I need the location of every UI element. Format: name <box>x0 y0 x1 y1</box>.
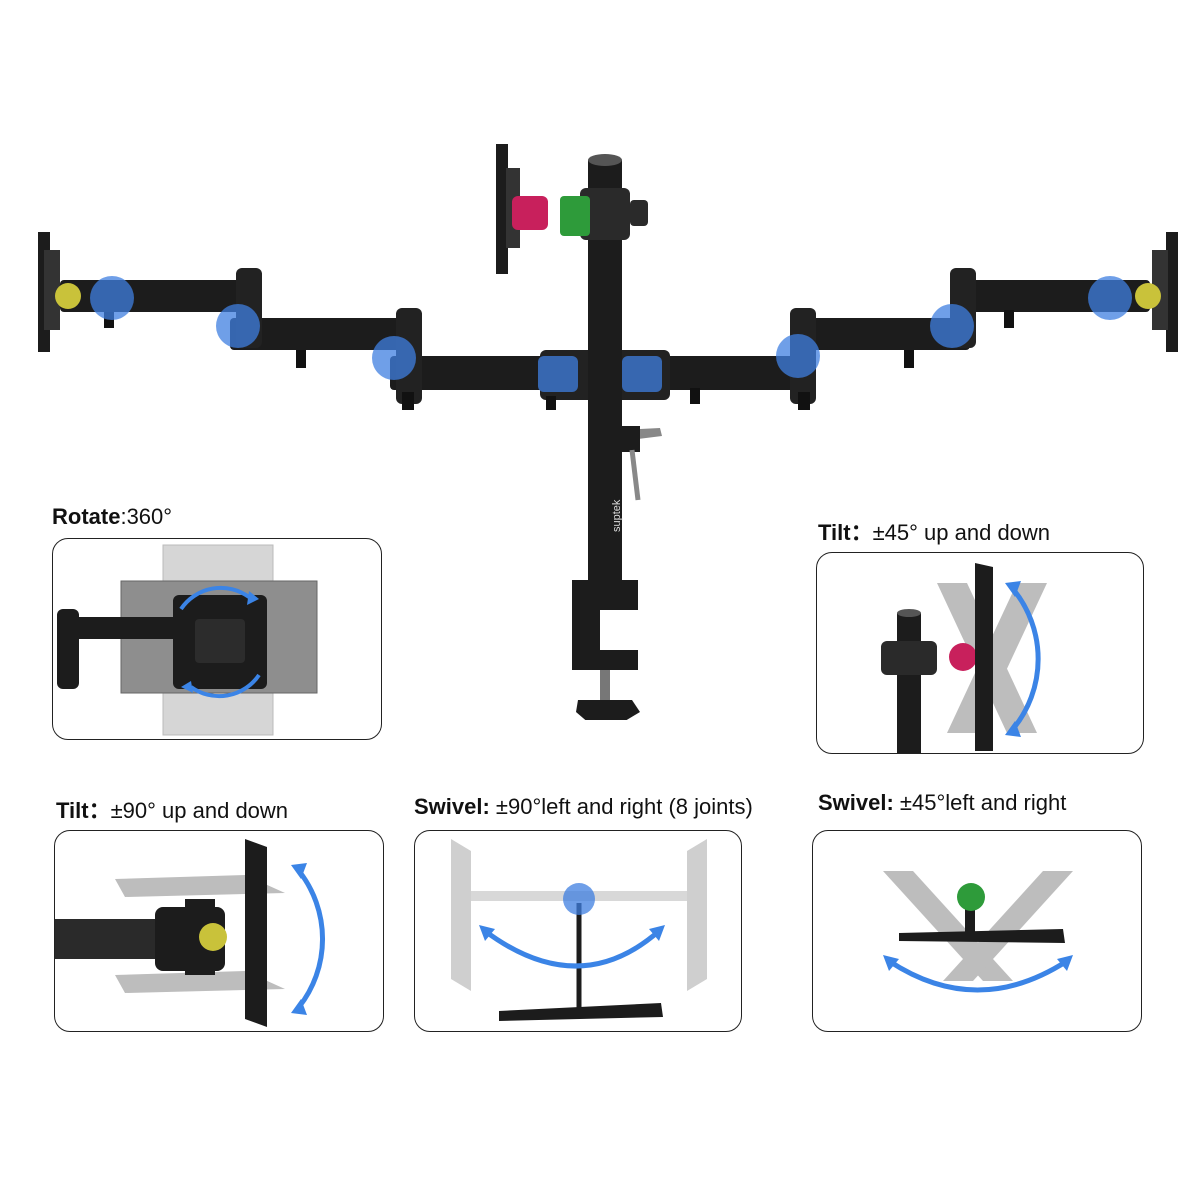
swivel45-caption: Swivel: ±45°left and right <box>818 792 1066 814</box>
desk-clamp <box>572 580 640 720</box>
top-vesa-plate <box>496 144 508 274</box>
rotation-arrow-icon <box>179 585 251 611</box>
swivel-arrow-icon <box>483 928 661 969</box>
left-arm-outer <box>60 280 250 312</box>
rotate-label: Rotate <box>52 504 121 529</box>
yellow-joint-right <box>1135 283 1161 309</box>
swivel45-panel <box>812 830 1142 1032</box>
swivel45-label: Swivel: <box>818 790 894 815</box>
tilt90-label: Tilt： <box>56 798 111 823</box>
blue-joint-4 <box>538 356 578 392</box>
brand-label: suptek <box>611 499 623 532</box>
swivel90-caption: Swivel: ±90°left and right (8 joints) <box>414 796 753 818</box>
blue-joint-1 <box>90 276 134 320</box>
tilt45-value: ±45° up and down <box>872 520 1051 545</box>
rotate-value: :360° <box>120 504 173 529</box>
blue-joint-2 <box>216 304 260 348</box>
tilt90-arrow-icon <box>297 869 325 1009</box>
tilt90-caption: Tilt：±90° up and down <box>56 800 288 822</box>
magenta-joint <box>512 196 548 230</box>
swivel90-value: ±90°left and right (8 joints) <box>489 794 753 819</box>
rotate-panel <box>52 538 382 740</box>
tilt45-panel <box>816 552 1144 754</box>
right-vesa-plate <box>1166 232 1178 352</box>
left-arm-middle <box>230 318 420 350</box>
blue-joint-5 <box>622 356 662 392</box>
yellow-joint-left <box>55 283 81 309</box>
tilt90-panel <box>54 830 384 1032</box>
monitor-mount-illustration: suptek <box>38 144 1178 720</box>
tilt90-value: ±90° up and down <box>110 798 289 823</box>
rotate-caption: Rotate:360° <box>52 506 172 528</box>
swivel45-arrow-icon <box>887 958 1069 993</box>
swivel90-label: Swivel: <box>414 794 490 819</box>
blue-joint-7 <box>930 304 974 348</box>
tilt45-label: Tilt： <box>818 520 873 545</box>
blue-joint-3 <box>372 336 416 380</box>
right-arm-middle <box>790 318 970 350</box>
swivel45-value: ±45°left and right <box>893 790 1067 815</box>
swivel90-panel <box>414 830 742 1032</box>
tilt-arrow-icon <box>1011 587 1041 731</box>
blue-joint-6 <box>776 334 820 378</box>
blue-joint-8 <box>1088 276 1132 320</box>
tilt45-caption: Tilt：±45° up and down <box>818 522 1050 544</box>
green-joint <box>560 196 590 236</box>
